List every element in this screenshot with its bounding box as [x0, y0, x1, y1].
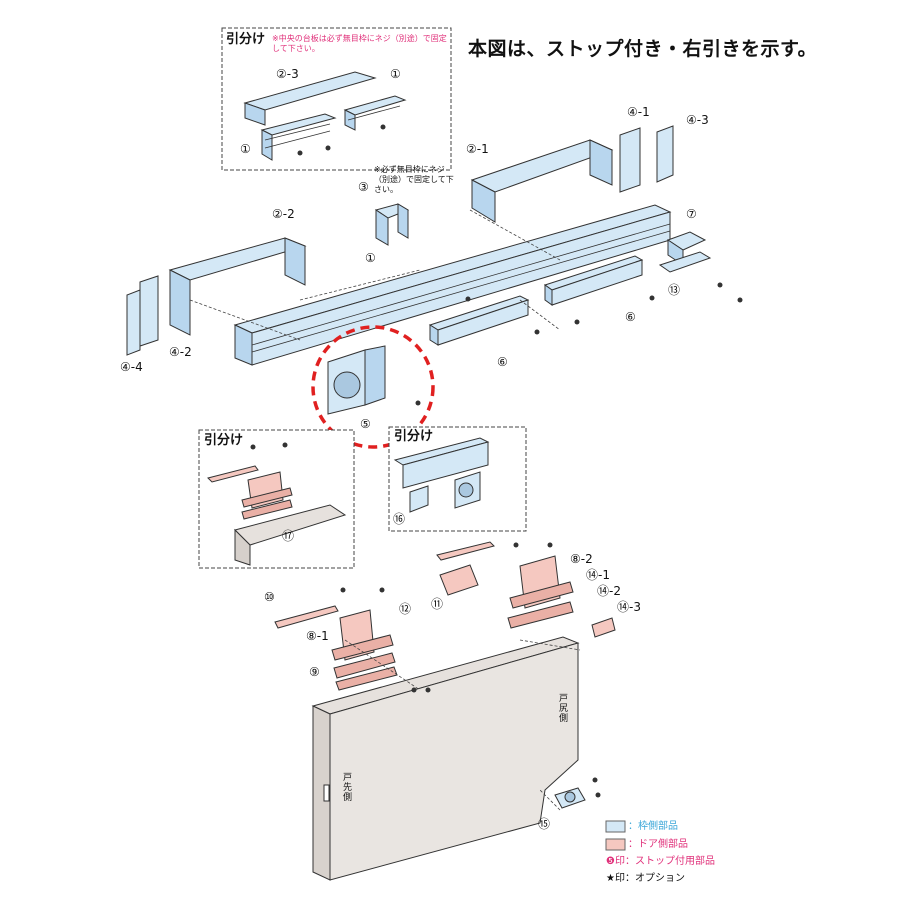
- label-2-1: ②-1: [466, 142, 489, 156]
- rack-6b: [543, 255, 644, 306]
- label-16: ⑯: [393, 512, 406, 526]
- door-side-left: 戸先側: [341, 772, 351, 802]
- legend-option: ★印：オプション: [606, 873, 685, 884]
- door-hanger-left: [274, 605, 398, 691]
- bracket-4-2: [139, 275, 159, 347]
- highlight-circle: [311, 325, 435, 449]
- rail-2-1: [470, 139, 614, 223]
- label-17: ⑰: [282, 529, 295, 543]
- rail-2-2: [168, 237, 307, 336]
- split-box-top-note: ※中央の台板は必ず無目枠にネジ（別途）で固定して下さい。: [272, 34, 447, 53]
- rack-6a: [428, 295, 530, 346]
- label-1: ①: [365, 251, 376, 265]
- legend-door: ：ドア側部品: [628, 839, 688, 850]
- part-15-guide: [554, 787, 586, 809]
- label-10: ⑩: [264, 590, 275, 604]
- split-box-top-heading: 引分け: [226, 32, 266, 47]
- split-box-mid-left-heading: 引分け: [204, 433, 244, 448]
- main-rail-1: [233, 204, 672, 366]
- label-8-2: ⑧-2: [570, 552, 593, 566]
- label-4-3: ④-3: [686, 113, 709, 127]
- split-rail-mid: [393, 437, 490, 513]
- page-title: 本図は、ストップ付き・右引きを示す。: [468, 38, 818, 60]
- part-3-note: ※必ず無目枠にネジ（別途）で固定して下さい。: [374, 165, 454, 194]
- label-14-3: ⑭-3: [617, 600, 641, 614]
- label-4-1: ④-1: [627, 105, 650, 119]
- label-6-left: ⑥: [497, 355, 508, 369]
- label-4-4: ④-4: [120, 360, 143, 374]
- split-box-mid-left: [198, 429, 355, 569]
- label-13: ⑬: [668, 283, 681, 297]
- label-9: ⑨: [309, 665, 320, 679]
- bracket-4-3: [656, 125, 674, 183]
- bracket-4-4: [126, 289, 141, 356]
- label-5: ⑤: [360, 417, 371, 431]
- label-1-split-left: ①: [240, 142, 251, 156]
- legend-frame: ：枠側部品: [628, 821, 678, 832]
- label-6-right: ⑥: [625, 310, 636, 324]
- part-7-stopper: [658, 231, 712, 273]
- label-11: ⑪: [431, 597, 444, 611]
- label-8-1: ⑧-1: [306, 629, 329, 643]
- part-5-damper: [327, 345, 386, 415]
- part-3-bracket: [374, 203, 410, 246]
- label-2-2: ②-2: [272, 207, 295, 221]
- split-door-bracket: [207, 465, 347, 566]
- split-rail-1b: [343, 95, 407, 131]
- split-box-mid-right-heading: 引分け: [394, 429, 434, 444]
- legend-door-swatch: [605, 838, 626, 851]
- label-12: ⑫: [399, 602, 412, 616]
- legend-frame-swatch: [605, 820, 626, 833]
- bracket-4-1: [619, 127, 641, 193]
- label-14-2: ⑭-2: [597, 584, 621, 598]
- door-hanger-right: [436, 541, 616, 638]
- legend-stop: ❺印：ストップ付用部品: [606, 856, 715, 867]
- door-side-right: 戸尻側: [557, 693, 567, 723]
- label-3: ③: [358, 180, 369, 194]
- label-4-2: ④-2: [169, 345, 192, 359]
- label-1-split-right: ①: [390, 67, 401, 81]
- label-15: ⑮: [538, 817, 551, 831]
- split-rail-2-3: [243, 71, 377, 126]
- label-14-1: ⑭-1: [586, 568, 610, 582]
- label-7: ⑦: [686, 207, 697, 221]
- screws: [250, 124, 743, 798]
- label-2-3: ②-3: [276, 67, 299, 81]
- door-panel: [311, 636, 580, 881]
- split-rail-1a: [260, 113, 337, 161]
